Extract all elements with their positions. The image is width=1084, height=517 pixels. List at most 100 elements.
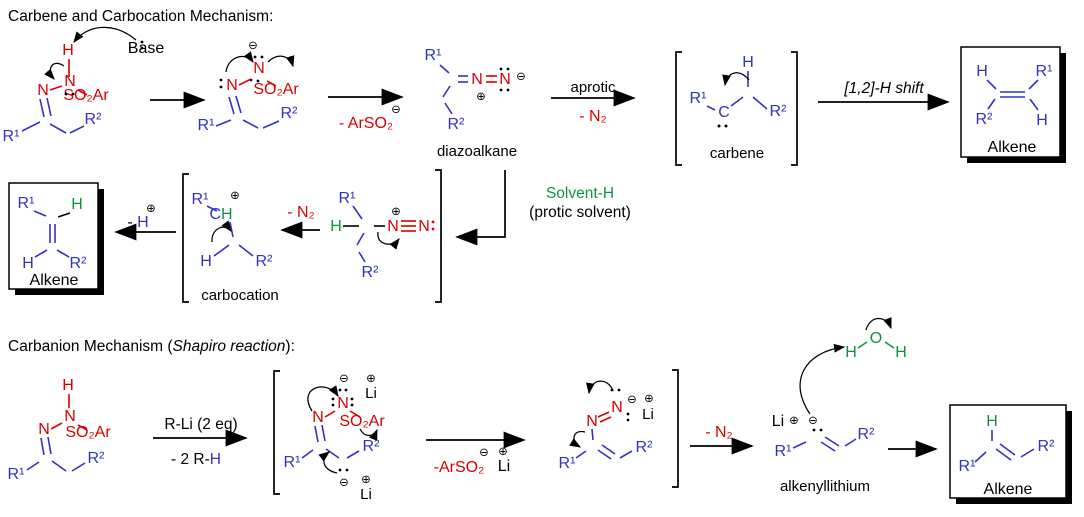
curved-arrow-icon [318,451,338,474]
product-box-alkene-top: H R¹ R² H Alkene [960,46,1066,163]
atom-h: H [976,63,988,80]
group-r2: R² [88,450,106,467]
caption-alkene: Alkene [30,272,79,289]
group-r1: R¹ [192,191,209,208]
label-protic-solvent: (protic solvent) [529,204,631,221]
group-r2: R² [1038,438,1056,455]
left-bracket [675,51,682,166]
atom-li: Li [642,406,654,423]
reaction-arrow-minus-h: - H ⊕ [114,201,176,241]
group-r2: R² [858,426,876,443]
structure-alkenyllithium: Li ⊕ ⊖ R¹ R² alkenyllithium [772,343,876,495]
structure-diazoalkane: R¹ N ⊕ N ⊖ R² diazoalkane [425,47,526,160]
group-r1: R¹ [3,128,20,145]
group-r1: R¹ [8,466,25,483]
plus-charge-icon: ⊕ [789,413,799,427]
caption-alkenyllithium: alkenyllithium [780,478,870,495]
reaction-arrow-minus-n2-bottom: - N₂ [690,424,754,455]
atom-h: H [845,344,857,361]
lone-pair-dot [140,46,144,50]
group-r1: R¹ [284,454,301,471]
minus-charge-icon: ⊖ [516,69,526,83]
structure-water: H O H [845,317,907,361]
right-bracket [672,369,679,488]
atom-n: N [64,73,76,90]
structure-alkenyl-diazenide: N ⊖ ⊕ Li N R¹ R² [559,369,679,488]
right-bracket [435,169,442,303]
group-r2: R² [363,438,381,455]
minus-charge-icon: ⊖ [339,475,349,489]
reaction-arrow-h-shift: [1,2]-H shift [818,80,950,111]
group-r1: R¹ [18,195,35,212]
atom-n: N [226,77,238,94]
minus-charge-icon: ⊖ [479,445,489,459]
structure-tosylhydrazone-1: H N N SO₂Ar R¹ R² Base [3,26,164,145]
structure-carbene: H C R¹ R² carbene [675,51,798,166]
label-minus-h: - H [127,214,148,231]
atom-h: H [1036,112,1048,129]
curved-arrow-icon [865,317,892,331]
atom-h: H [71,196,83,213]
reaction-arrow-protic: Solvent-H (protic solvent) [455,170,631,246]
structure-dianion: ⊖ ⊕ Li N N SO₂Ar R¹ R² ⊖ ⊕ Li [284,371,386,503]
left-bracket [182,173,189,303]
structure-anion: ⊖ N N SO₂Ar R¹ R² [198,38,300,134]
curved-arrow-icon [267,55,295,68]
reaction-arrow-lose-arso2li: ⊖ ⊕ -ArSO₂ Li [426,431,526,476]
caption-carbene: carbene [710,145,764,162]
reaction-arrow-rli: R-Li (2 eq) - 2 R-H [153,416,248,468]
curved-arrow-icon [359,428,378,441]
structure-carbocation: R¹ ⊕ CH H R² carbocation [182,173,279,304]
atom-n: N [253,60,265,77]
structure-diazonium: R¹ H N ⊕ N R² [330,169,442,303]
group-r1: R¹ [690,90,707,107]
atom-n: N [337,395,349,412]
plus-charge-icon: ⊕ [476,89,486,103]
group-r2: R² [70,255,88,272]
product-box-alkene-bottom: H R¹ R² Alkene [949,404,1072,504]
curved-arrow-icon [722,72,750,87]
label-minus-arso2: -ArSO₂ [434,459,485,476]
curved-arrow-icon [211,220,232,243]
atom-n: N [586,413,598,430]
label-li: Li [498,458,510,475]
product-box-alkene-left: R¹ H H R² Alkene [8,182,104,295]
atom-h: H [330,218,342,235]
group-r1: R¹ [559,455,576,472]
label-h-shift: [1,2]-H shift [843,80,924,97]
atom-n: N [418,218,430,235]
label-minus-n2: - N₂ [287,204,315,221]
reaction-arrow-lose-arso2: ⊖ - ArSO₂ [328,88,404,132]
title-carbene-mechanism: Carbene and Carbocation Mechanism: [8,8,273,25]
group-r2: R² [448,116,466,133]
curved-arrow-icon [225,51,254,73]
reaction-arrow-minus-n2-left: - N₂ [280,204,320,239]
group-r1: R¹ [198,117,215,134]
label-rli: R-Li (2 eq) [164,416,237,433]
atom-h: H [62,377,74,394]
atom-n: N [611,399,623,416]
group-so2ar: SO₂Ar [339,413,385,430]
structure-tosylhydrazone-2: H N N SO₂Ar R¹ R² [8,377,112,483]
group-r2: R² [85,111,103,128]
label-minus-2rh: - 2 R-H [171,451,221,468]
label-minus-arso2: - ArSO₂ [339,115,393,132]
atom-n: N [312,409,324,426]
group-r1: R¹ [339,190,356,207]
curved-arrow-icon [585,380,614,395]
lone-pair-dot [64,92,68,96]
title-carbanion-mechanism: Carbanion Mechanism (Shapiro reaction): [8,338,295,355]
atom-li: Li [360,486,372,503]
curved-arrow-icon [569,430,586,448]
minus-charge-icon: ⊖ [248,38,258,52]
minus-charge-icon: ⊖ [808,413,818,427]
plus-charge-icon: ⊕ [230,188,240,202]
group-r2: R² [256,253,274,270]
group-r1: R¹ [425,47,442,64]
atom-o: O [870,330,882,347]
atom-n: N [38,421,50,438]
curved-arrow-icon [307,385,339,412]
group-r1: R¹ [775,443,792,460]
